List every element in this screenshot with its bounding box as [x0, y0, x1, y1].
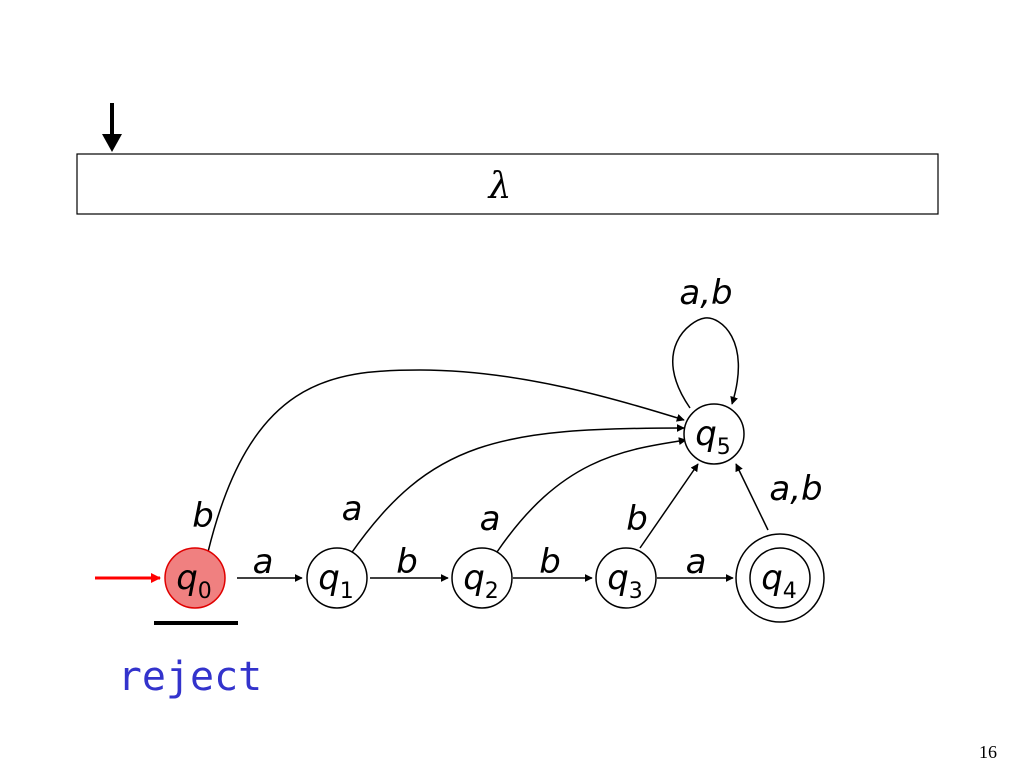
- state-q5-label: q5: [695, 414, 731, 460]
- state-q5-index: 5: [717, 435, 731, 460]
- state-q0-letter: q: [176, 558, 198, 598]
- state-q2-circle: [451, 547, 513, 609]
- state-q2-label: q2: [463, 558, 499, 604]
- state-q3: q3: [595, 547, 657, 609]
- tape-box: [76, 153, 939, 215]
- edge-label-q1-q5: a: [342, 489, 363, 529]
- edge-label-q2-q3: b: [539, 542, 561, 582]
- state-q3-circle: [595, 547, 657, 609]
- edge-label-q0-q1: a: [253, 542, 274, 582]
- tape-head-arrow: [102, 103, 122, 152]
- edge-label-q3-q4: a: [686, 542, 707, 582]
- edge-label-q2-q5: a: [480, 499, 501, 539]
- status-label: reject: [118, 654, 263, 700]
- state-q0-circle: [164, 547, 226, 609]
- edge-label-q3-q5: b: [626, 499, 648, 539]
- edge-q0-q5: [207, 369, 685, 553]
- state-q5-letter: q: [695, 414, 717, 454]
- page-number: 16: [979, 742, 997, 762]
- state-q4-label: q4: [761, 558, 797, 604]
- state-q3-index: 3: [629, 579, 643, 604]
- edge-label-q1-q2: b: [396, 542, 418, 582]
- edge-label-q0-q5: b: [192, 496, 214, 536]
- state-q4-index: 4: [783, 579, 797, 604]
- state-q1-label: q1: [318, 558, 354, 604]
- state-q1-circle: [306, 547, 368, 609]
- state-q2: q2: [451, 547, 513, 609]
- state-q0-index: 0: [198, 579, 212, 604]
- state-q4-inner-circle: [749, 547, 811, 609]
- state-q0: q0: [164, 547, 226, 609]
- transition-labels: a b b a b a a b a,b a,b: [192, 273, 822, 582]
- state-q2-index: 2: [485, 579, 499, 604]
- tape-symbol: λ: [487, 166, 512, 207]
- edge-label-q5-q5: a,b: [679, 273, 732, 313]
- edge-q4-q5: [735, 463, 769, 531]
- state-q3-letter: q: [607, 558, 629, 598]
- transitions: [95, 317, 769, 583]
- state-q5: q5: [683, 403, 745, 465]
- state-q1: q1: [306, 547, 368, 609]
- edge-q1-q5: [349, 424, 685, 556]
- edge-q2-q5: [496, 437, 687, 553]
- edge-label-q4-q5: a,b: [769, 469, 822, 509]
- edge-q3-q5: [639, 463, 699, 549]
- state-q0-label: q0: [176, 558, 212, 604]
- state-q1-letter: q: [318, 558, 340, 598]
- state-q2-letter: q: [463, 558, 485, 598]
- state-q4: q4: [735, 533, 825, 623]
- state-q1-index: 1: [340, 579, 354, 604]
- state-q5-circle: [683, 403, 745, 465]
- state-q4-letter: q: [761, 558, 783, 598]
- state-q3-label: q3: [607, 558, 643, 604]
- input-tape: λ: [76, 153, 939, 215]
- states: q0 q1 q2 q3 q4 q5: [164, 403, 825, 623]
- edge-q5-q5: [672, 317, 740, 409]
